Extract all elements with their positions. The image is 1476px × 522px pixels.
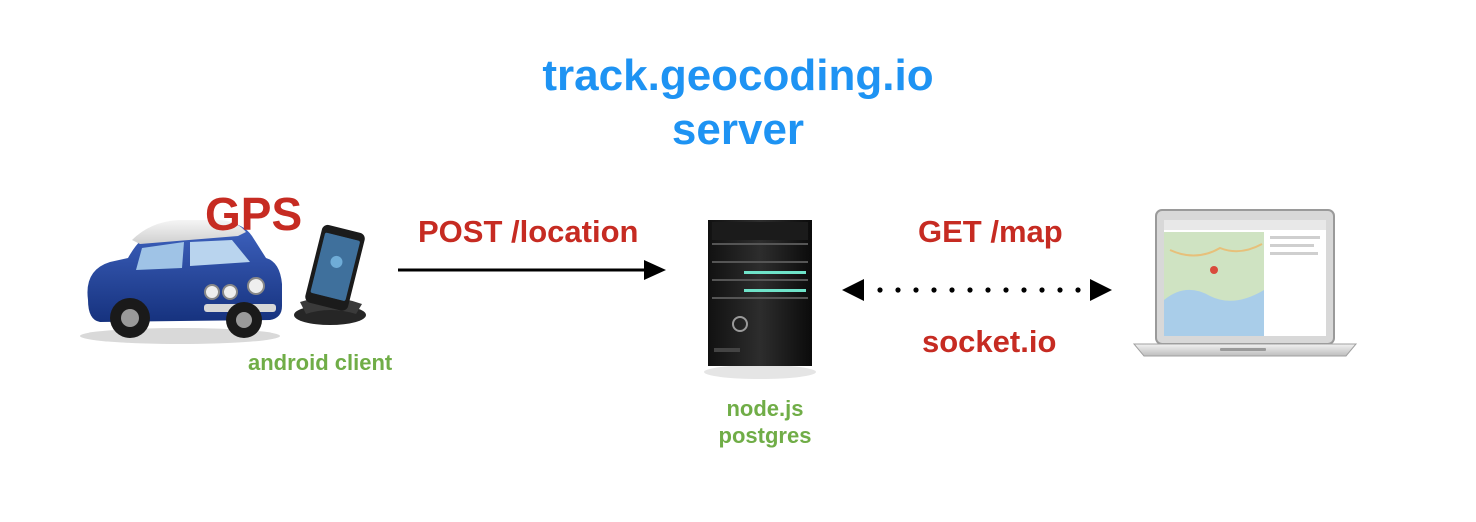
server-tower-icon — [704, 220, 816, 379]
diagram-title: track.geocoding.io — [542, 51, 934, 100]
gps-label: GPS — [205, 188, 303, 240]
android-client-caption: android client — [248, 350, 393, 375]
socket-io-label: socket.io — [922, 324, 1057, 359]
arrow-client-to-server — [398, 260, 666, 280]
post-location-label: POST /location — [418, 214, 639, 249]
dotted-double-arrow — [842, 279, 1112, 301]
server-caption-nodejs: node.js — [726, 396, 804, 421]
get-map-label: GET /map — [918, 214, 1063, 249]
car-icon — [80, 220, 282, 344]
diagram-subtitle: server — [671, 105, 805, 154]
laptop-icon — [1132, 209, 1358, 357]
server-caption-postgres: postgres — [718, 423, 812, 448]
smartphone-icon — [294, 224, 366, 325]
